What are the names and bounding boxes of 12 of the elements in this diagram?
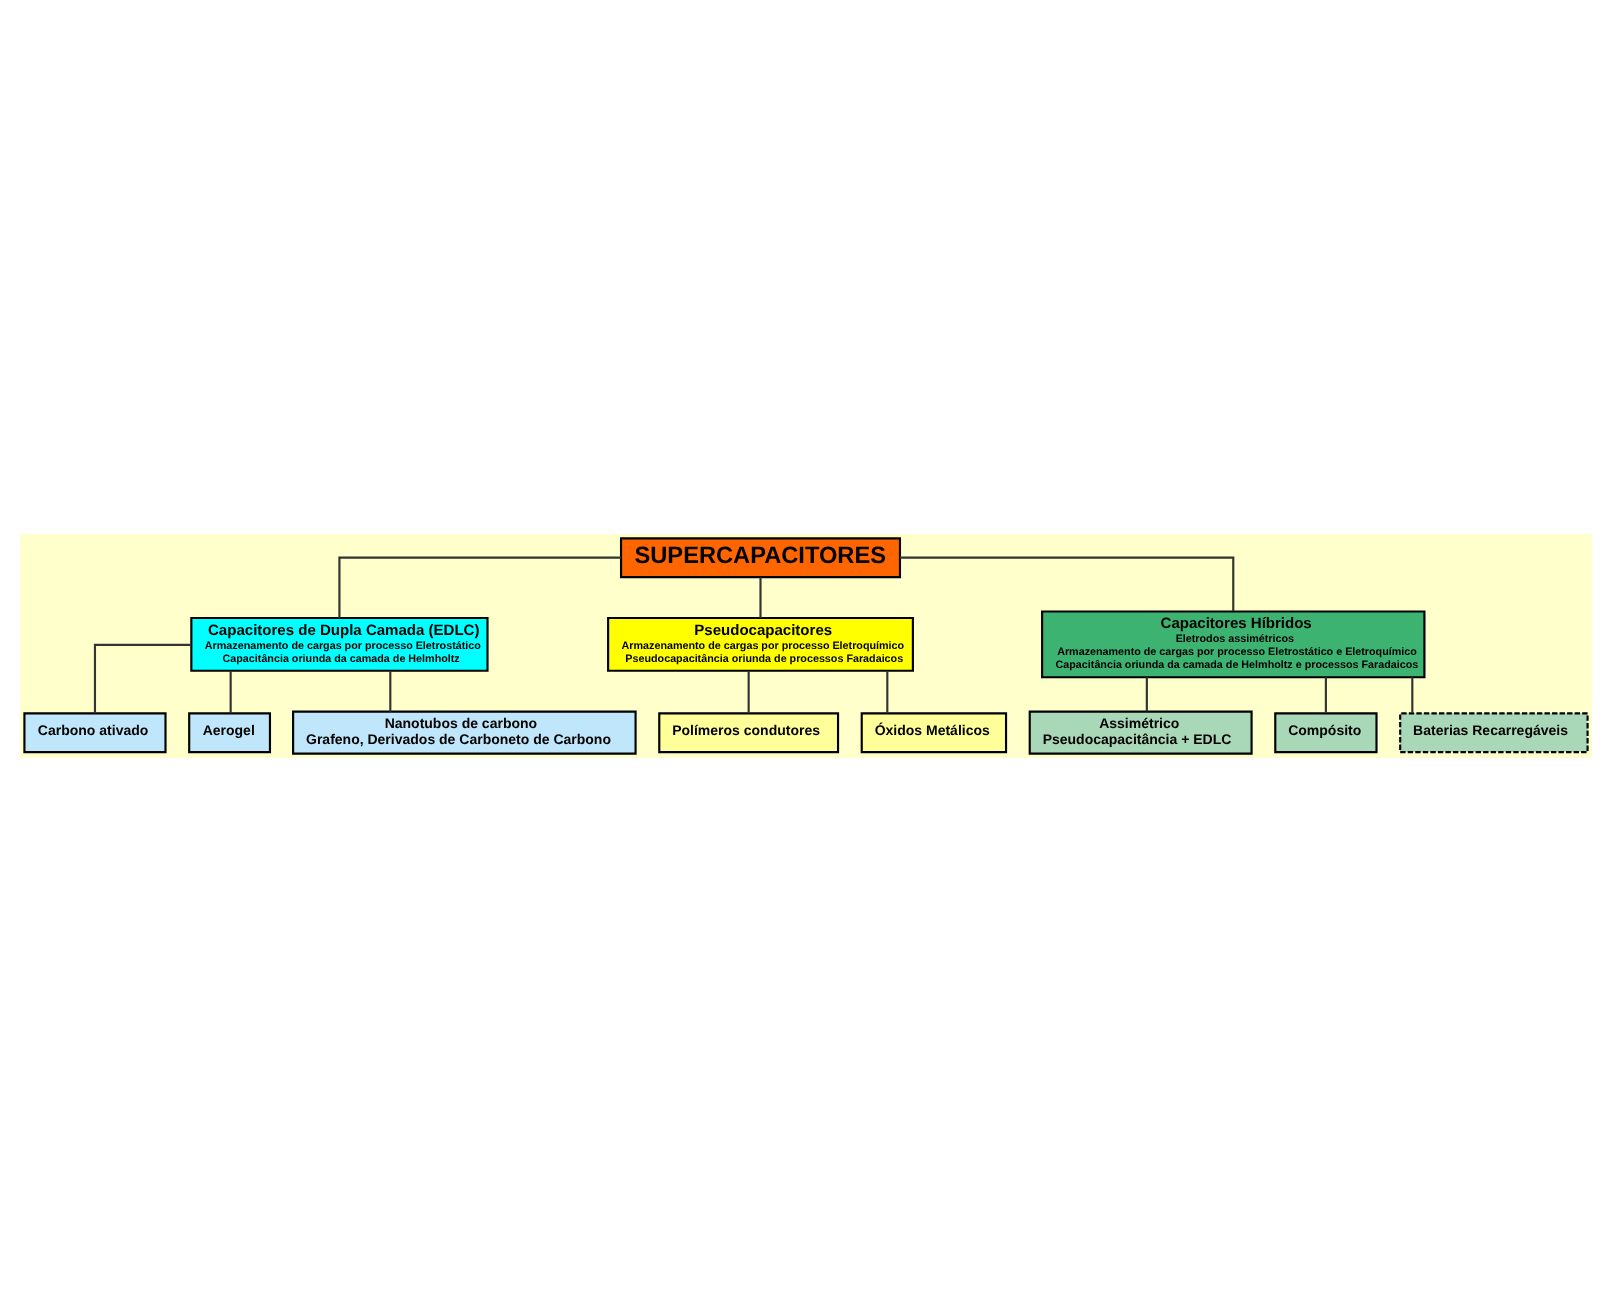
connector [229,670,232,714]
connector [338,556,621,618]
connector [389,670,392,712]
node-box: SUPERCAPACITORES [619,537,902,579]
connector [1145,677,1148,712]
connector [900,556,1235,612]
connector [747,670,750,714]
connector [1324,677,1327,713]
connector [886,670,889,714]
connector [1411,677,1414,713]
connector [759,577,762,618]
connector [93,643,192,714]
